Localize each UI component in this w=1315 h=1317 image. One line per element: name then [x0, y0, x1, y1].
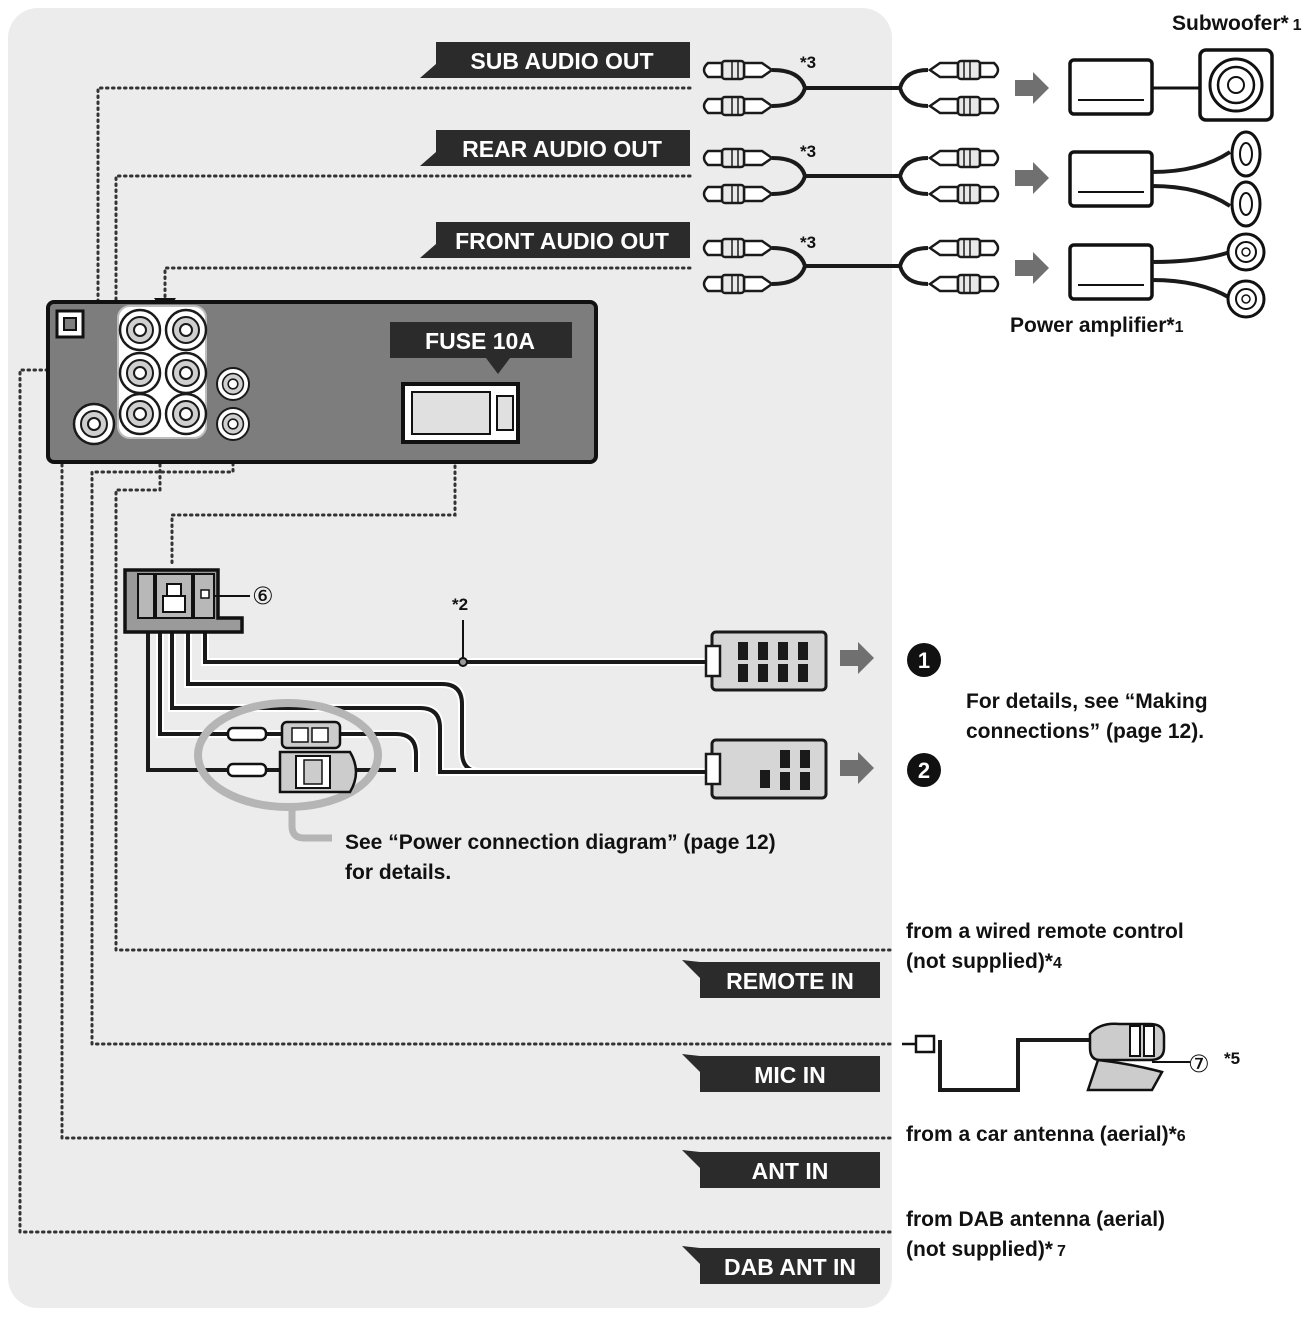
- label-rear-audio-out: REAR AUDIO OUT: [420, 130, 690, 166]
- subwoofer-speaker: [1198, 48, 1274, 122]
- microphone: [902, 1022, 1190, 1092]
- label-ant-in: ANT IN: [682, 1150, 880, 1188]
- svg-text:DAB ANT IN: DAB ANT IN: [724, 1254, 856, 1280]
- svg-text:FUSE 10A: FUSE 10A: [425, 328, 535, 354]
- note-star3-front: *3: [800, 233, 816, 252]
- label-remote-in: REMOTE IN: [682, 960, 880, 998]
- dab-text-line2: (not supplied)*7: [906, 1238, 1066, 1261]
- note-star3-rear: *3: [800, 142, 816, 161]
- mic-jack: [215, 406, 251, 442]
- svg-text:MIC IN: MIC IN: [754, 1062, 826, 1088]
- front-power-amplifier: [1068, 243, 1232, 301]
- svg-text:REMOTE IN: REMOTE IN: [726, 968, 854, 994]
- svg-text:ANT IN: ANT IN: [752, 1158, 829, 1184]
- audio-jack-front-left: [118, 308, 162, 352]
- rear-speakers: [1230, 130, 1262, 228]
- label-front-audio-out: FRONT AUDIO OUT: [420, 222, 690, 258]
- remote-text-line2: (not supplied)*4: [906, 950, 1062, 973]
- audio-jack-rear-left: [118, 351, 162, 395]
- antenna-text: from a car antenna (aerial)*6: [906, 1123, 1186, 1146]
- details-text-line2: connections” (page 12).: [966, 720, 1204, 743]
- svg-text:FRONT AUDIO OUT: FRONT AUDIO OUT: [455, 228, 669, 254]
- badge-number-1: 1: [907, 643, 941, 677]
- power-amplifier-title: Power amplifier*1: [1010, 314, 1184, 337]
- audio-jack-sub-right: [164, 392, 208, 436]
- rca-cable-rear: [704, 147, 1049, 205]
- note-star5: *5: [1224, 1049, 1240, 1068]
- rca-cable-front: [704, 237, 1049, 295]
- remote-text-line1: from a wired remote control: [906, 920, 1184, 943]
- dab-text-line1: from DAB antenna (aerial): [906, 1208, 1165, 1231]
- label-sub-audio-out: SUB AUDIO OUT: [420, 42, 690, 78]
- remote-jack: [215, 366, 251, 402]
- antenna-jack: [72, 402, 116, 446]
- note-star3-sub: *3: [800, 53, 816, 72]
- audio-jack-sub-left: [118, 392, 162, 436]
- power-diagram-text-line2: for details.: [345, 861, 451, 884]
- svg-text:2: 2: [918, 758, 930, 783]
- svg-text:SUB AUDIO OUT: SUB AUDIO OUT: [470, 48, 653, 74]
- subwoofer-amplifier: [1068, 58, 1200, 116]
- audio-jack-front-right: [164, 308, 208, 352]
- svg-text:REAR AUDIO OUT: REAR AUDIO OUT: [462, 136, 662, 162]
- details-text-line1: For details, see “Making: [966, 690, 1208, 713]
- note-star2: *2: [452, 595, 468, 614]
- label-mic-in: MIC IN: [682, 1054, 880, 1092]
- svg-text:1: 1: [918, 648, 930, 673]
- rear-power-amplifier: [1068, 150, 1232, 208]
- callout-6: ⑥: [252, 582, 274, 610]
- front-speakers: [1226, 232, 1266, 319]
- power-connection-loop: [194, 699, 382, 842]
- connector-output-1: [704, 630, 874, 692]
- power-diagram-text-line1: See “Power connection diagram” (page 12): [345, 831, 776, 854]
- badge-number-2: 2: [907, 753, 941, 787]
- label-fuse: FUSE 10A: [390, 322, 572, 374]
- wiring-harness: [123, 568, 712, 776]
- subwoofer-title: Subwoofer*1: [1172, 12, 1302, 35]
- audio-jack-rear-right: [164, 351, 208, 395]
- callout-7: ⑦: [1188, 1050, 1210, 1078]
- label-dab-ant-in: DAB ANT IN: [682, 1246, 880, 1284]
- rca-cable-sub: [704, 59, 1049, 117]
- connector-output-2: [704, 738, 874, 800]
